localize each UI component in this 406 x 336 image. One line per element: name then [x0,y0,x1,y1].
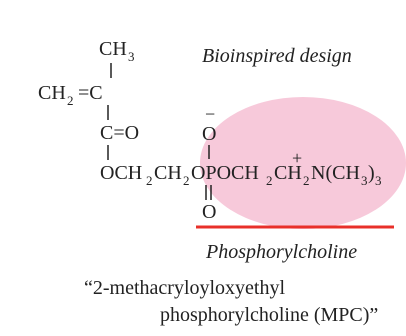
svg-text:OCH: OCH [100,162,142,184]
svg-text:2: 2 [266,173,273,188]
methylene-group: CH 2 =C [38,82,103,108]
svg-text:3: 3 [361,173,368,188]
oxygen-anion: O [202,123,216,145]
phosphorylcholine-label: Phosphorylcholine [205,241,357,263]
methyl-group: CH 3 [99,38,135,64]
svg-text:CH: CH [154,162,182,184]
svg-text:3: 3 [128,49,135,64]
carbonyl-group: C=O [100,122,139,144]
svg-text:2: 2 [183,173,190,188]
svg-text:3: 3 [375,173,382,188]
svg-text:): ) [368,162,375,184]
negative-charge: − [205,104,215,124]
oxygen-bottom: O [202,201,216,223]
svg-text:CH: CH [38,82,66,104]
svg-text:=C: =C [78,82,103,104]
svg-text:2: 2 [67,93,74,108]
caption-line-2: phosphorylcholine (MPC)” [160,304,379,326]
svg-text:OPOCH: OPOCH [191,162,259,184]
svg-text:2: 2 [146,173,153,188]
diagram-title: Bioinspired design [202,45,352,67]
svg-text:N(CH: N(CH [311,162,360,184]
positive-charge: + [292,148,302,168]
svg-text:2: 2 [303,173,310,188]
main-chain: OCH 2 CH 2 OPOCH 2 CH 2 N(CH 3 ) 3 [100,162,382,188]
phosphorylcholine-highlight [200,97,406,229]
svg-text:CH: CH [274,162,302,184]
svg-text:CH: CH [99,38,127,60]
caption-line-1: “2-methacryloyloxyethyl [84,277,286,299]
